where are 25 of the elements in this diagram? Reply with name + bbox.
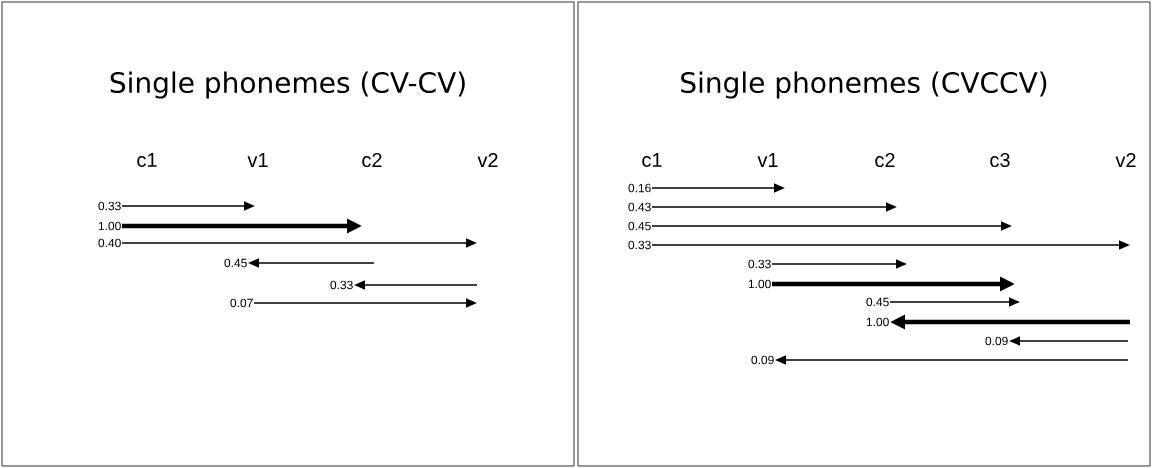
- value-label: 1.00: [98, 221, 121, 231]
- column-label: c1: [137, 153, 157, 167]
- value-label: 0.33: [748, 259, 771, 269]
- value-label: 0.45: [628, 221, 651, 231]
- value-label: 0.45: [866, 297, 889, 307]
- value-label: 0.07: [230, 298, 253, 308]
- column-label: c2: [362, 152, 382, 168]
- column-label: c3: [990, 152, 1010, 168]
- column-label: v1: [247, 153, 268, 167]
- value-label: 0.45: [224, 258, 247, 268]
- value-label: 1.00: [748, 279, 771, 289]
- column-label: v2: [1115, 153, 1136, 167]
- value-label: 0.33: [628, 240, 651, 250]
- column-label: v2: [477, 153, 498, 167]
- value-label: 0.33: [98, 201, 121, 211]
- value-label: 0.43: [628, 202, 651, 212]
- value-label: 0.16: [628, 183, 651, 193]
- column-label: v1: [757, 153, 778, 167]
- value-label: 0.40: [98, 238, 121, 248]
- value-label: 0.09: [985, 336, 1008, 346]
- value-label: 1.00: [866, 317, 889, 327]
- value-label: 0.09: [751, 355, 774, 365]
- column-label: c2: [875, 152, 895, 168]
- value-label: 0.33: [330, 280, 353, 290]
- column-label: c1: [642, 153, 662, 167]
